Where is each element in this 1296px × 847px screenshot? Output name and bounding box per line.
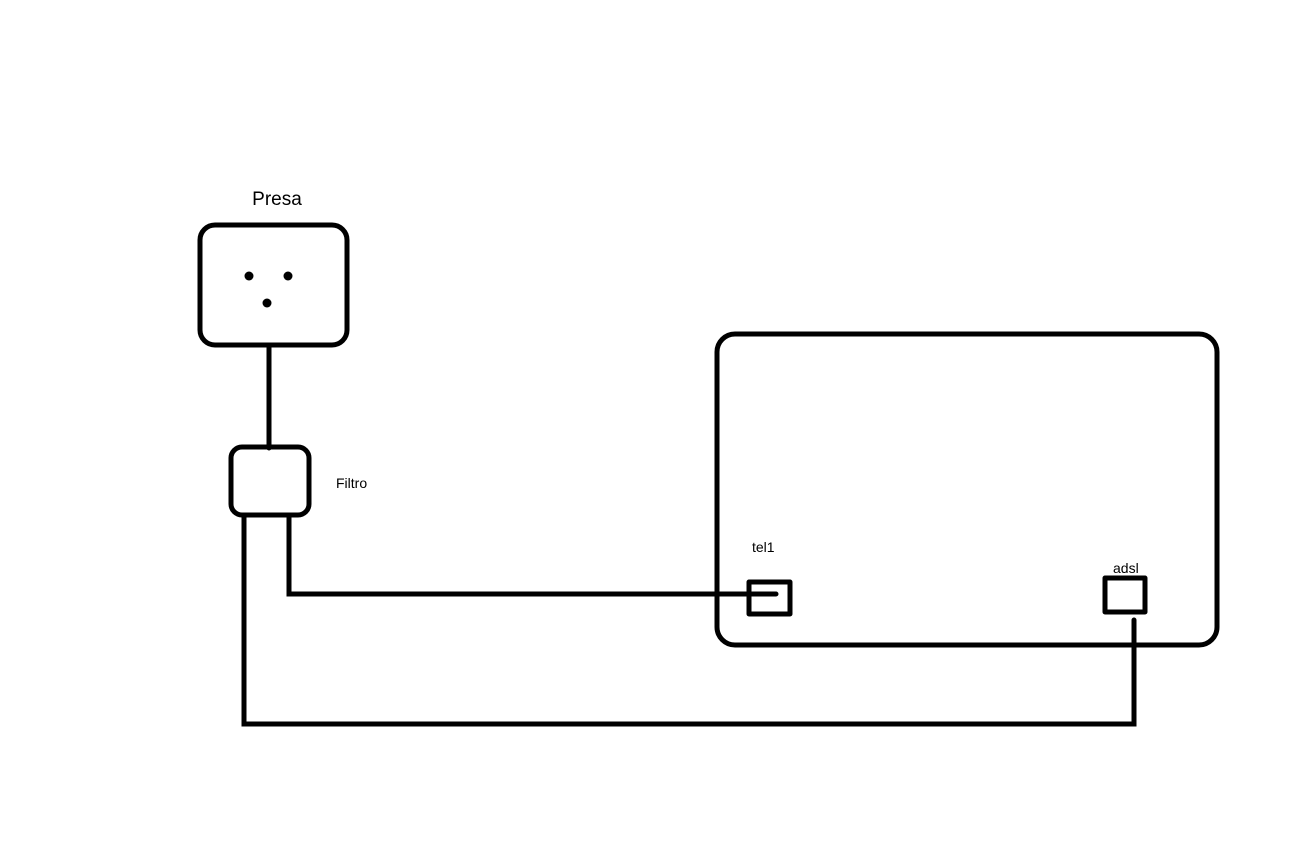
adsl-port [1102,575,1148,615]
wire-filtro-tel1 [286,512,779,597]
modem-box [714,331,1220,648]
tel1-label: tel1 [752,539,775,555]
socket-hole-left [244,271,254,281]
adsl-label: adsl [1113,560,1139,576]
presa-box [197,222,350,348]
presa-label: Presa [252,189,302,210]
presa-node: Presa [197,189,350,348]
filtro-node: Filtro [228,444,367,518]
tel1-port [746,579,793,617]
socket-hole-bottom [262,298,272,308]
modem-node: tel1 adsl [714,331,1220,648]
filtro-label: Filtro [336,475,367,491]
filtro-box [228,444,312,518]
wire-filtro-adsl [241,512,1137,727]
socket-hole-right [283,271,293,281]
